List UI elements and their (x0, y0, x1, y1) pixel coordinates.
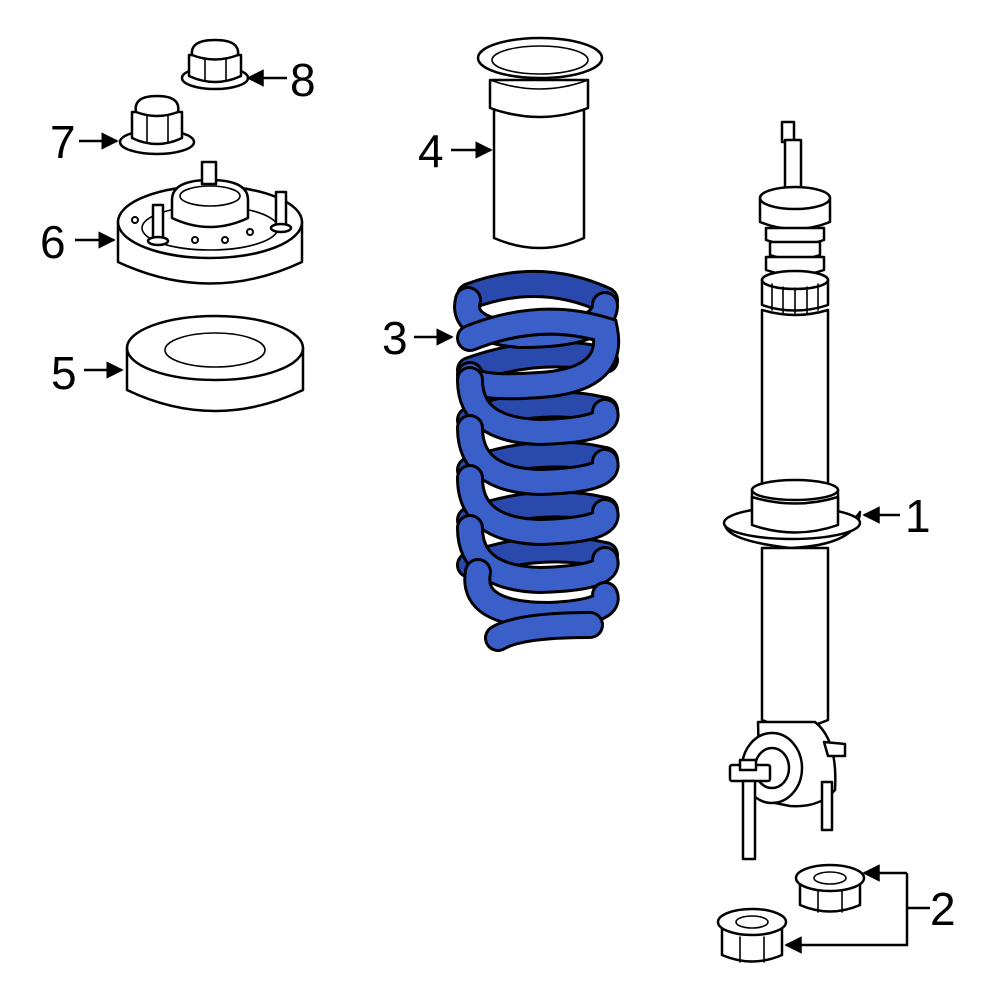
callout-4: 4 (418, 125, 444, 177)
part-5-insulator (125, 314, 305, 413)
part-4-bumper (476, 36, 604, 250)
part-7-nut (118, 94, 196, 156)
callout-6: 6 (40, 216, 66, 268)
part-3-coil-spring (453, 270, 621, 652)
leader-2-bracket (784, 873, 909, 954)
callout-1: 1 (905, 490, 931, 542)
callout-3: 3 (382, 312, 408, 364)
callout-labels: 1 2 3 4 5 6 7 8 (40, 54, 956, 935)
callout-leaders (75, 69, 930, 954)
part-6-upper-mount (116, 160, 304, 285)
callout-8: 8 (290, 54, 316, 106)
callout-5: 5 (51, 347, 77, 399)
part-1-strut (722, 120, 862, 861)
part-8-nut (180, 38, 250, 91)
callout-2: 2 (930, 883, 956, 935)
callout-7: 7 (50, 116, 76, 168)
part-2-nuts (716, 863, 866, 963)
